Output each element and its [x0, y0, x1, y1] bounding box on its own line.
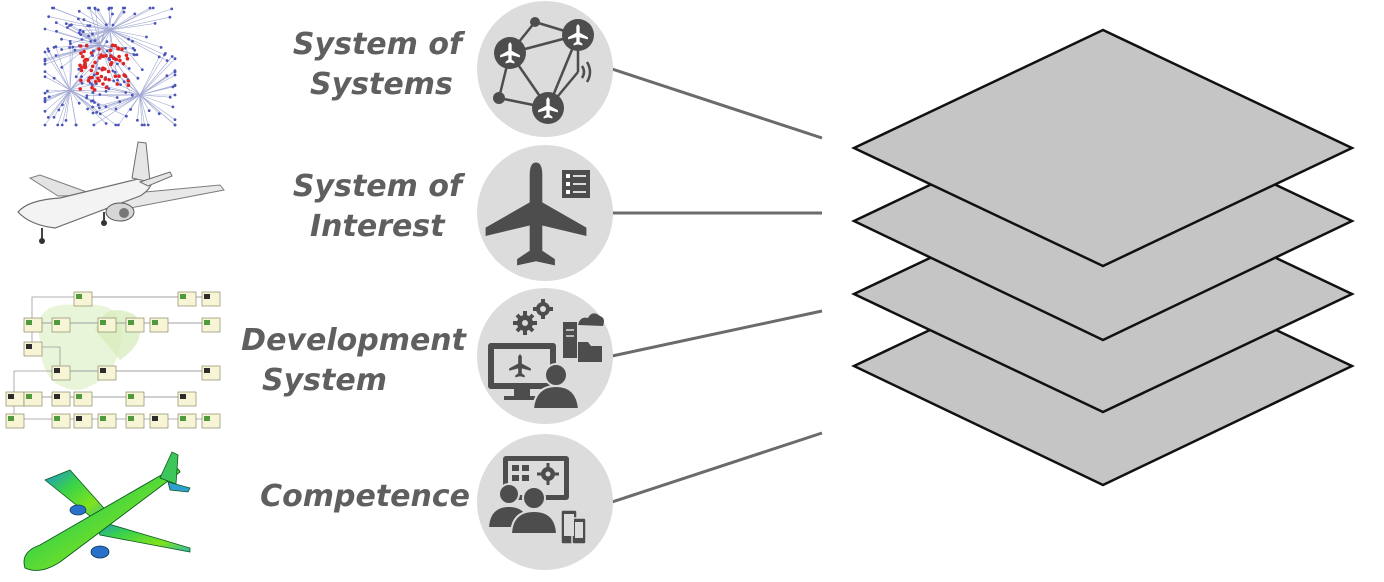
toolchain-diagram-thumbnail: [5, 291, 221, 429]
label-system-of-interest: System of Interest: [293, 169, 466, 244]
label-line-2: Interest: [310, 209, 446, 244]
label-line-1: System of: [293, 169, 466, 204]
connector-line: [611, 67, 823, 140]
network-aircraft-icon: [477, 1, 613, 137]
label-line-2: System: [262, 363, 387, 398]
connector-line: [611, 431, 823, 504]
network-graph-thumbnail: [43, 6, 177, 127]
label-competence: Competence: [260, 479, 470, 514]
label-line-1: Development: [241, 323, 467, 358]
aircraft-checklist-icon: [477, 145, 613, 281]
label-system-of-systems: System of Systems: [293, 27, 466, 102]
label-development-system: Development System: [241, 323, 467, 398]
label-line-2: Systems: [310, 67, 453, 102]
workstation-gears-icon: [477, 288, 613, 424]
connector-line: [611, 309, 823, 358]
team-dashboard-icon: [477, 434, 613, 570]
label-line-1: Competence: [260, 479, 470, 514]
label-line-1: System of: [293, 27, 466, 62]
connectors: [611, 67, 823, 504]
aircraft-3d-thumbnail: [17, 141, 225, 244]
layer-stack: [851, 28, 1355, 487]
layer-1: [851, 28, 1355, 268]
aircraft-simulation-thumbnail: [23, 451, 191, 571]
